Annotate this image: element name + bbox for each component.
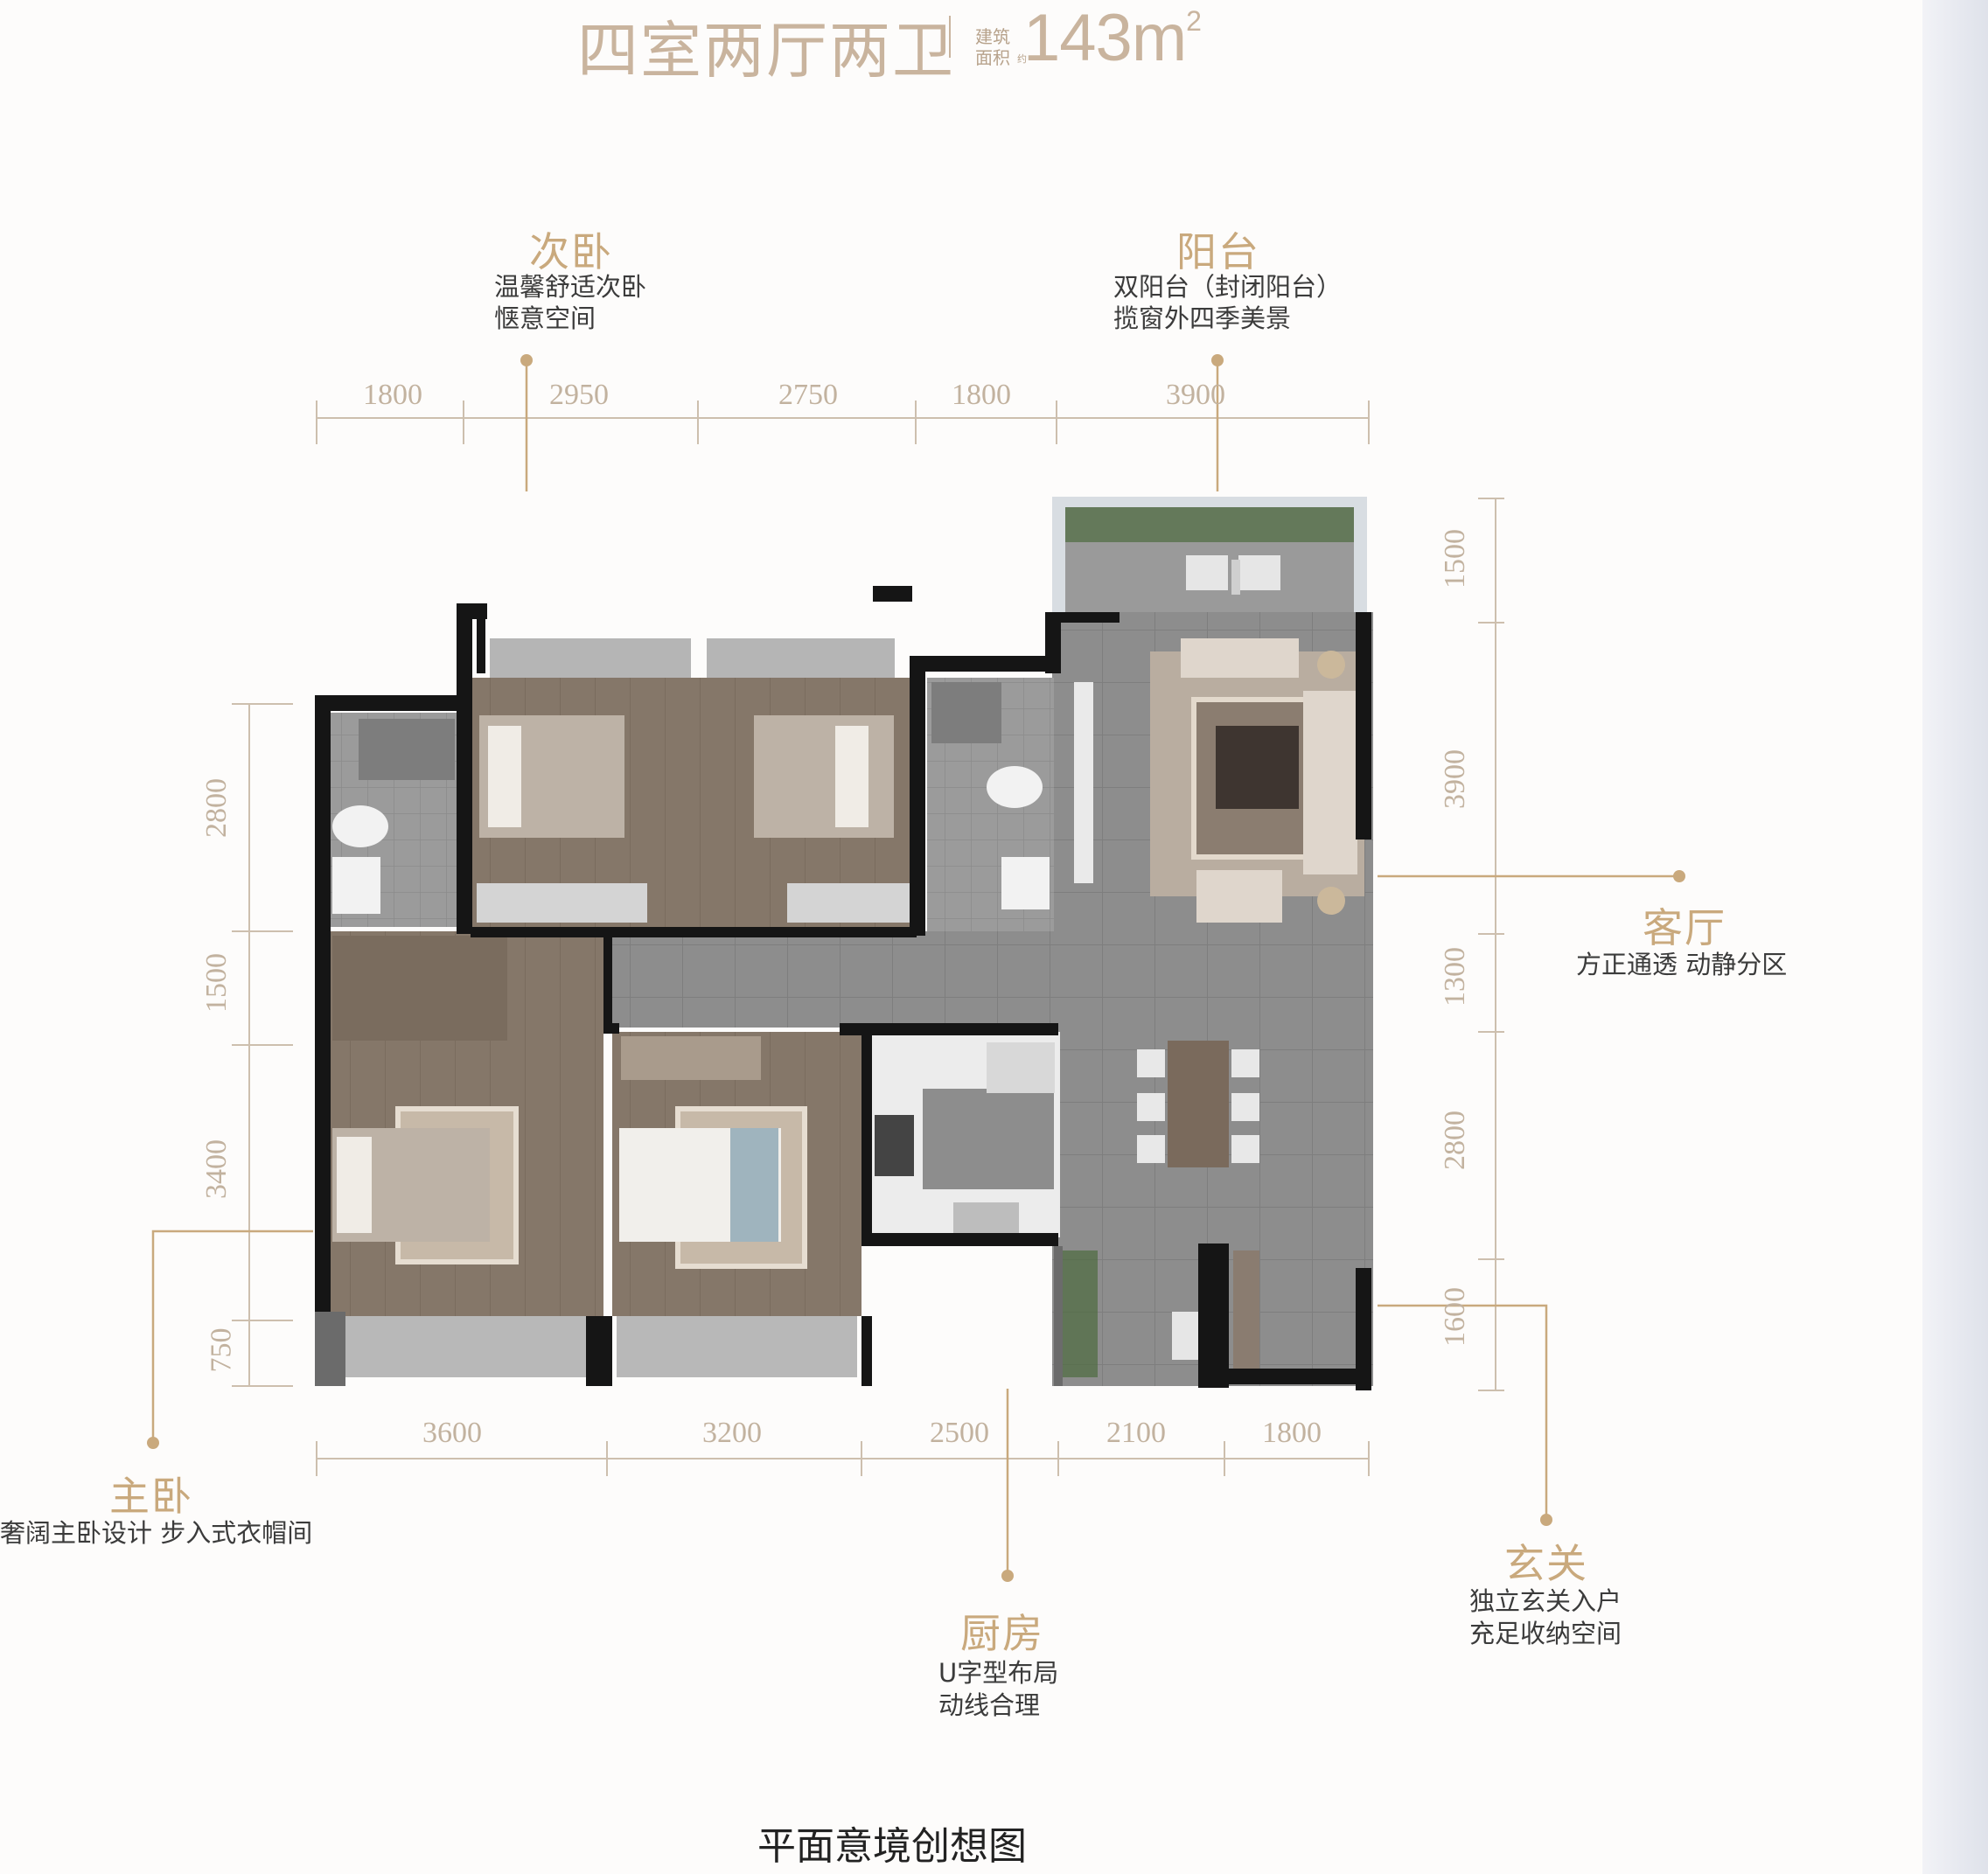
callout-kitchen-line1: U字型布局 — [938, 1658, 1059, 1688]
dim-left-4: 750 — [205, 1327, 238, 1373]
dim-right-1: 1500 — [1439, 529, 1471, 589]
callout-balcony-line1: 双阳台（封闭阳台） — [1113, 272, 1343, 302]
dim-bottom-3: 2500 — [930, 1417, 989, 1449]
dim-left-2: 1500 — [200, 953, 233, 1013]
area-unit: m — [1131, 1, 1187, 75]
dimension-lines — [232, 401, 1504, 1476]
area-power: 2 — [1186, 5, 1202, 37]
area-value: 143m2 — [1023, 0, 1202, 76]
dim-top-5: 3900 — [1166, 379, 1225, 411]
dim-left-1: 2800 — [200, 778, 233, 838]
callout-kitchen-title: 厨房 — [960, 1610, 1044, 1657]
dim-right-5: 1600 — [1439, 1287, 1471, 1347]
dim-top-4: 1800 — [952, 379, 1011, 411]
header: 四室两厅两卫 建筑面积 约 143m2 — [577, 0, 1242, 87]
bed-3 — [754, 715, 894, 838]
callout-secondary-bedroom-title: 次卧 — [529, 228, 613, 275]
page-title: 四室两厅两卫 — [577, 15, 955, 87]
dim-bottom-4: 2100 — [1106, 1417, 1166, 1449]
area-approx: 约 — [1017, 53, 1027, 65]
dim-left-3: 3400 — [200, 1139, 233, 1199]
dim-right-3: 1300 — [1439, 947, 1471, 1007]
callout-master-bedroom-title: 主卧 — [109, 1473, 193, 1520]
dim-right-2: 3900 — [1439, 749, 1471, 809]
dim-bottom-2: 3200 — [702, 1417, 762, 1449]
callout-living-room-line1: 方正通透 动静分区 — [1576, 950, 1788, 979]
callout-leaders — [151, 360, 1679, 1576]
area-label-text: 建筑面积 — [975, 26, 1010, 68]
callout-foyer-line2: 充足收纳空间 — [1469, 1619, 1622, 1648]
callout-foyer-title: 玄关 — [1504, 1540, 1588, 1587]
dim-top-1: 1800 — [363, 379, 422, 411]
walls — [315, 586, 1371, 1390]
dim-bottom-1: 3600 — [422, 1417, 482, 1449]
dining-table — [1137, 1041, 1259, 1167]
callout-foyer-line1: 独立玄关入户 — [1469, 1586, 1622, 1616]
balcony-top — [1052, 497, 1367, 617]
dim-bottom-5: 1800 — [1262, 1417, 1322, 1449]
callout-secondary-bedroom-line2: 惬意空间 — [494, 303, 596, 333]
callout-balcony-line2: 揽窗外四季美景 — [1113, 303, 1292, 333]
title-divider — [949, 16, 951, 58]
callout-kitchen-line2: 动线合理 — [938, 1690, 1041, 1720]
callout-secondary-bedroom-line1: 温馨舒适次卧 — [494, 272, 647, 302]
callout-master-bedroom-line1: 奢阔主卧设计 步入式衣帽间 — [0, 1518, 313, 1548]
plan-caption: 平面意境创想图 — [757, 1824, 1027, 1869]
area-number: 143 — [1023, 1, 1133, 75]
dim-right-4: 2800 — [1439, 1111, 1471, 1170]
living-furniture — [1074, 638, 1364, 923]
area-label: 建筑面积 约 — [975, 26, 1036, 68]
callout-balcony-title: 阳台 — [1176, 228, 1260, 275]
callout-living-room-title: 客厅 — [1643, 904, 1726, 951]
dim-top-3: 2750 — [778, 379, 838, 411]
page-edge-gradient — [1922, 0, 1988, 1874]
dim-top-2: 2950 — [549, 379, 609, 411]
corridor-floor — [608, 931, 1063, 1028]
